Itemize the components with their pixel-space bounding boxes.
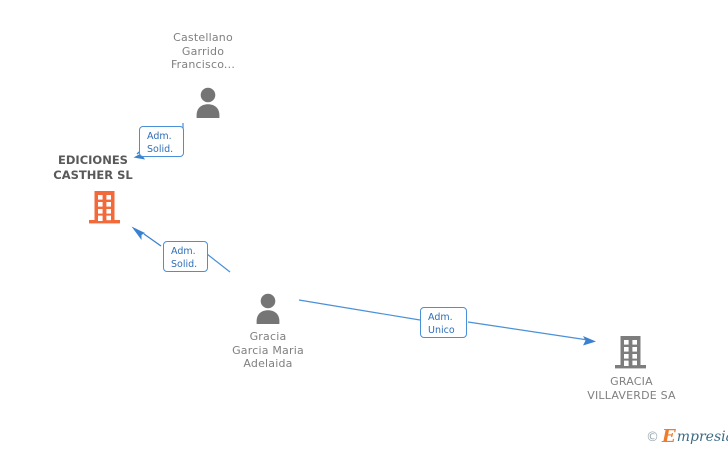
edge-label-adm-unico-gracia[interactable]: Adm. Unico	[420, 307, 467, 338]
watermark-brand-rest: mpresia	[676, 429, 728, 445]
company-icon[interactable]	[614, 334, 647, 376]
edge-label-adm-solid-gracia[interactable]: Adm. Solid.	[163, 241, 208, 272]
company-gracia-villaverde-label: GRACIA VILLAVERDE SA	[587, 375, 676, 402]
person-gracia-label: Gracia Garcia Maria Adelaida	[232, 330, 304, 370]
person-castellano-label: Castellano Garrido Francisco...	[170, 31, 236, 71]
edge-gracia-to-villaverde	[298, 299, 596, 346]
copyright-icon: ©	[646, 429, 659, 445]
person-icon[interactable]	[193, 86, 223, 122]
edge-gracia-to-ediciones	[131, 226, 231, 273]
watermark-brand-initial: E	[662, 426, 676, 447]
person-icon[interactable]	[253, 292, 283, 328]
company-ediciones-casther-label: EDICIONES CASTHER SL	[53, 153, 133, 182]
watermark-empresia: © E mpresia	[646, 428, 728, 446]
edge-label-adm-solid-castellano[interactable]: Adm. Solid.	[139, 126, 184, 157]
company-icon[interactable]	[88, 189, 121, 231]
